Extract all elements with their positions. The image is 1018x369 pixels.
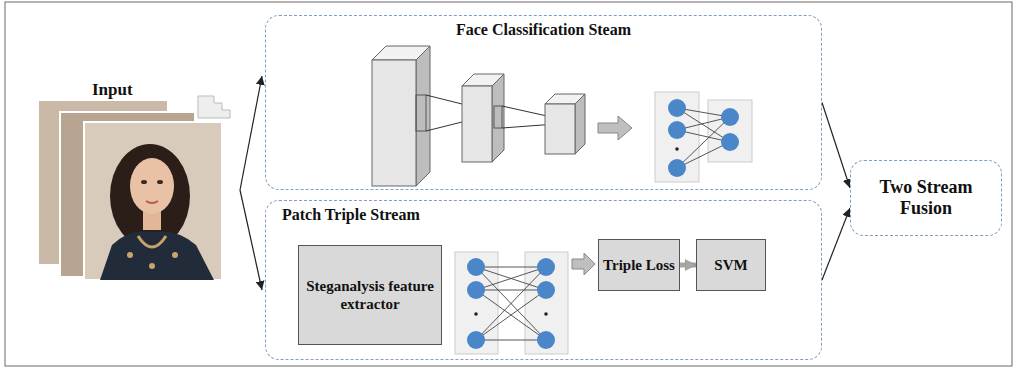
neuron — [537, 331, 555, 349]
stream-panel: Face Classification Steam — [265, 15, 822, 190]
neuron — [467, 331, 485, 349]
neuron — [668, 121, 686, 139]
process-box: Triple Loss — [598, 239, 680, 291]
cnn-layer — [492, 74, 504, 162]
node-text: SVM — [714, 256, 747, 274]
photo-card — [84, 122, 222, 280]
ellipsis-dot — [675, 147, 679, 151]
neuron — [467, 258, 485, 276]
ellipsis-dot — [474, 312, 478, 316]
photo-corner — [198, 96, 230, 118]
fusion-box: Two Stream Fusion — [850, 160, 1002, 236]
body — [100, 231, 214, 280]
nn-weights — [476, 267, 546, 340]
cnn-layer — [462, 86, 492, 162]
node-text: Steganalysis feature extractor — [303, 277, 437, 313]
input-arrow — [240, 190, 262, 290]
connector-arrow — [680, 263, 696, 268]
input-arrow — [240, 76, 262, 190]
embroidery — [127, 252, 133, 258]
ellipsis-dot — [544, 312, 548, 316]
nn-column — [708, 100, 752, 162]
outer-frame — [5, 2, 1012, 366]
neuron — [668, 99, 686, 117]
block-arrow — [598, 116, 632, 140]
stream-panel: Patch Triple StreamSteganalysis feature … — [265, 200, 822, 360]
cnn-layer — [372, 60, 416, 186]
neuron — [721, 133, 739, 151]
process-box: Steganalysis feature extractor — [298, 245, 442, 345]
node-text: Two Stream Fusion — [857, 177, 995, 219]
eye — [157, 180, 163, 184]
connector-arrow — [822, 208, 850, 280]
neuron — [668, 159, 686, 177]
neuron — [467, 281, 485, 299]
kernel — [416, 95, 426, 131]
embroidery — [172, 252, 178, 258]
face — [130, 158, 174, 214]
mouth — [146, 201, 158, 203]
block-arrow — [572, 253, 595, 275]
eye — [141, 180, 147, 184]
node-text: Triple Loss — [603, 256, 675, 274]
neuron — [537, 258, 555, 276]
embroidery — [138, 236, 166, 247]
neuron — [721, 108, 739, 126]
cnn-layer — [575, 94, 585, 154]
node-text: Face Classification Steam — [266, 16, 821, 39]
embroidery — [149, 263, 155, 269]
nn-column — [655, 92, 699, 182]
kernel — [494, 106, 502, 128]
neuron — [537, 281, 555, 299]
cnn-layer — [545, 104, 575, 154]
connector-arrow — [822, 103, 850, 189]
process-box: SVM — [696, 239, 766, 291]
node-text: Patch Triple Stream — [266, 201, 821, 224]
cnn-layer — [416, 46, 430, 186]
stage-label: Input — [92, 80, 133, 99]
